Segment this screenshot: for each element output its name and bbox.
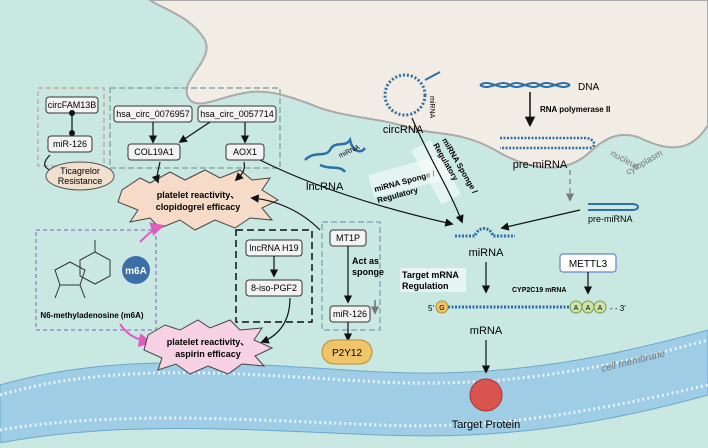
nucleus-region: [148, 0, 708, 169]
sponge-b-tag: [410, 139, 461, 205]
poly-a-label-3: A: [598, 305, 603, 312]
cyp2c19-label: CYP2C19 mRNA: [512, 287, 566, 294]
poly-a-3: [593, 300, 607, 314]
aspirin-label-2: aspirin efficacy: [175, 349, 241, 359]
act-sponge-label-1: Act as: [352, 256, 379, 266]
hsa-circ-0076957-label: hsa_circ_0076957: [116, 109, 190, 119]
cap-label: G: [439, 305, 444, 312]
aspirin-label-1: platelet reactivity、: [167, 337, 250, 347]
m6a-label: m6A: [125, 266, 147, 277]
five-prime-label: 5': [428, 304, 434, 313]
hsa-circ-0057714-box: [197, 105, 277, 123]
circrna-label: circRNA: [383, 124, 424, 136]
ticagrelor-label-1: Ticagrelor: [60, 166, 100, 176]
clopidogrel-label-2: clopidogrel efficacy: [156, 202, 241, 212]
iso-pgf2-box: [245, 279, 303, 297]
target-protein-label: Target Protein: [452, 419, 520, 431]
target-reg-label-1: Target mRNA: [402, 270, 459, 280]
poly-a-label-2: A: [586, 305, 591, 312]
mirna-glyph: [455, 227, 515, 238]
mt1p-label: MT1P: [336, 233, 360, 243]
rna-pol-label: RNA polymerase II: [540, 105, 610, 114]
ticagrelor-resistance-badge: [45, 161, 115, 191]
lncrna-glyph: [304, 136, 367, 173]
target-reg-tag: [400, 268, 466, 292]
pre-mirna-label: pre-miRNA: [513, 159, 568, 171]
mirna-small-label-1: miRNA: [428, 96, 435, 118]
pre-mirna-2-label: pre-miRNA: [588, 214, 633, 224]
mir126-mid-box: [329, 305, 371, 323]
iso-pgf2-label: 8-iso-PGF2: [251, 283, 297, 293]
ticagrelor-label-2: Resistance: [58, 176, 103, 186]
dna-helix: [479, 82, 571, 88]
m6a-caption: N6-methyladenosine (m6A): [40, 311, 143, 320]
poly-a-label-1: A: [574, 305, 579, 312]
aox1-label: AOX1: [233, 147, 257, 157]
mt1p-group-border: [321, 221, 381, 331]
mirna-label: miRNA: [469, 247, 504, 259]
p2y12-label: P2Y12: [332, 348, 362, 359]
mettl3-label: METTL3: [569, 259, 608, 270]
circrna-glyph: [383, 71, 441, 117]
aspirin-starburst: [143, 319, 274, 375]
mir126-left-label: miR-126: [53, 139, 87, 149]
col19a1-box: [127, 143, 181, 161]
dna-label: DNA: [578, 82, 599, 93]
target-protein-glyph: [469, 378, 503, 412]
mir126-mid-label: miR-126: [333, 309, 367, 319]
pre-mirna-2-glyph: [588, 203, 639, 211]
m6a-group-border: [35, 229, 157, 331]
circfam13b-label: circFAM13B: [48, 100, 97, 110]
m6a-circle: [122, 256, 150, 284]
act-sponge-label-2: sponge: [352, 267, 384, 277]
lncrna-h19-label: lncRNA H19: [249, 243, 298, 253]
p2y12-receptor: [321, 339, 373, 365]
mir126-left-box: [47, 135, 93, 153]
aox1-box: [225, 143, 265, 161]
lncrna-h19-group-border: [235, 229, 313, 323]
three-prime-label: - - 3': [610, 304, 626, 313]
m6a-molecule: [54, 240, 111, 299]
target-reg-label-2: Regulation: [402, 281, 449, 291]
hsa-circ-0057714-label: hsa_circ_0057714: [200, 109, 274, 119]
col19a1-label: COL19A1: [134, 147, 174, 157]
hsa-circ-group-border: [109, 87, 281, 169]
mrna-label: mRNA: [470, 325, 503, 337]
clopidogrel-starburst: [117, 169, 280, 231]
mirna-small-label-2: miRNA: [338, 144, 361, 160]
pre-mirna-hairpin: [500, 136, 596, 150]
clopidogrel-label-1: platelet reactivity、: [157, 190, 240, 200]
